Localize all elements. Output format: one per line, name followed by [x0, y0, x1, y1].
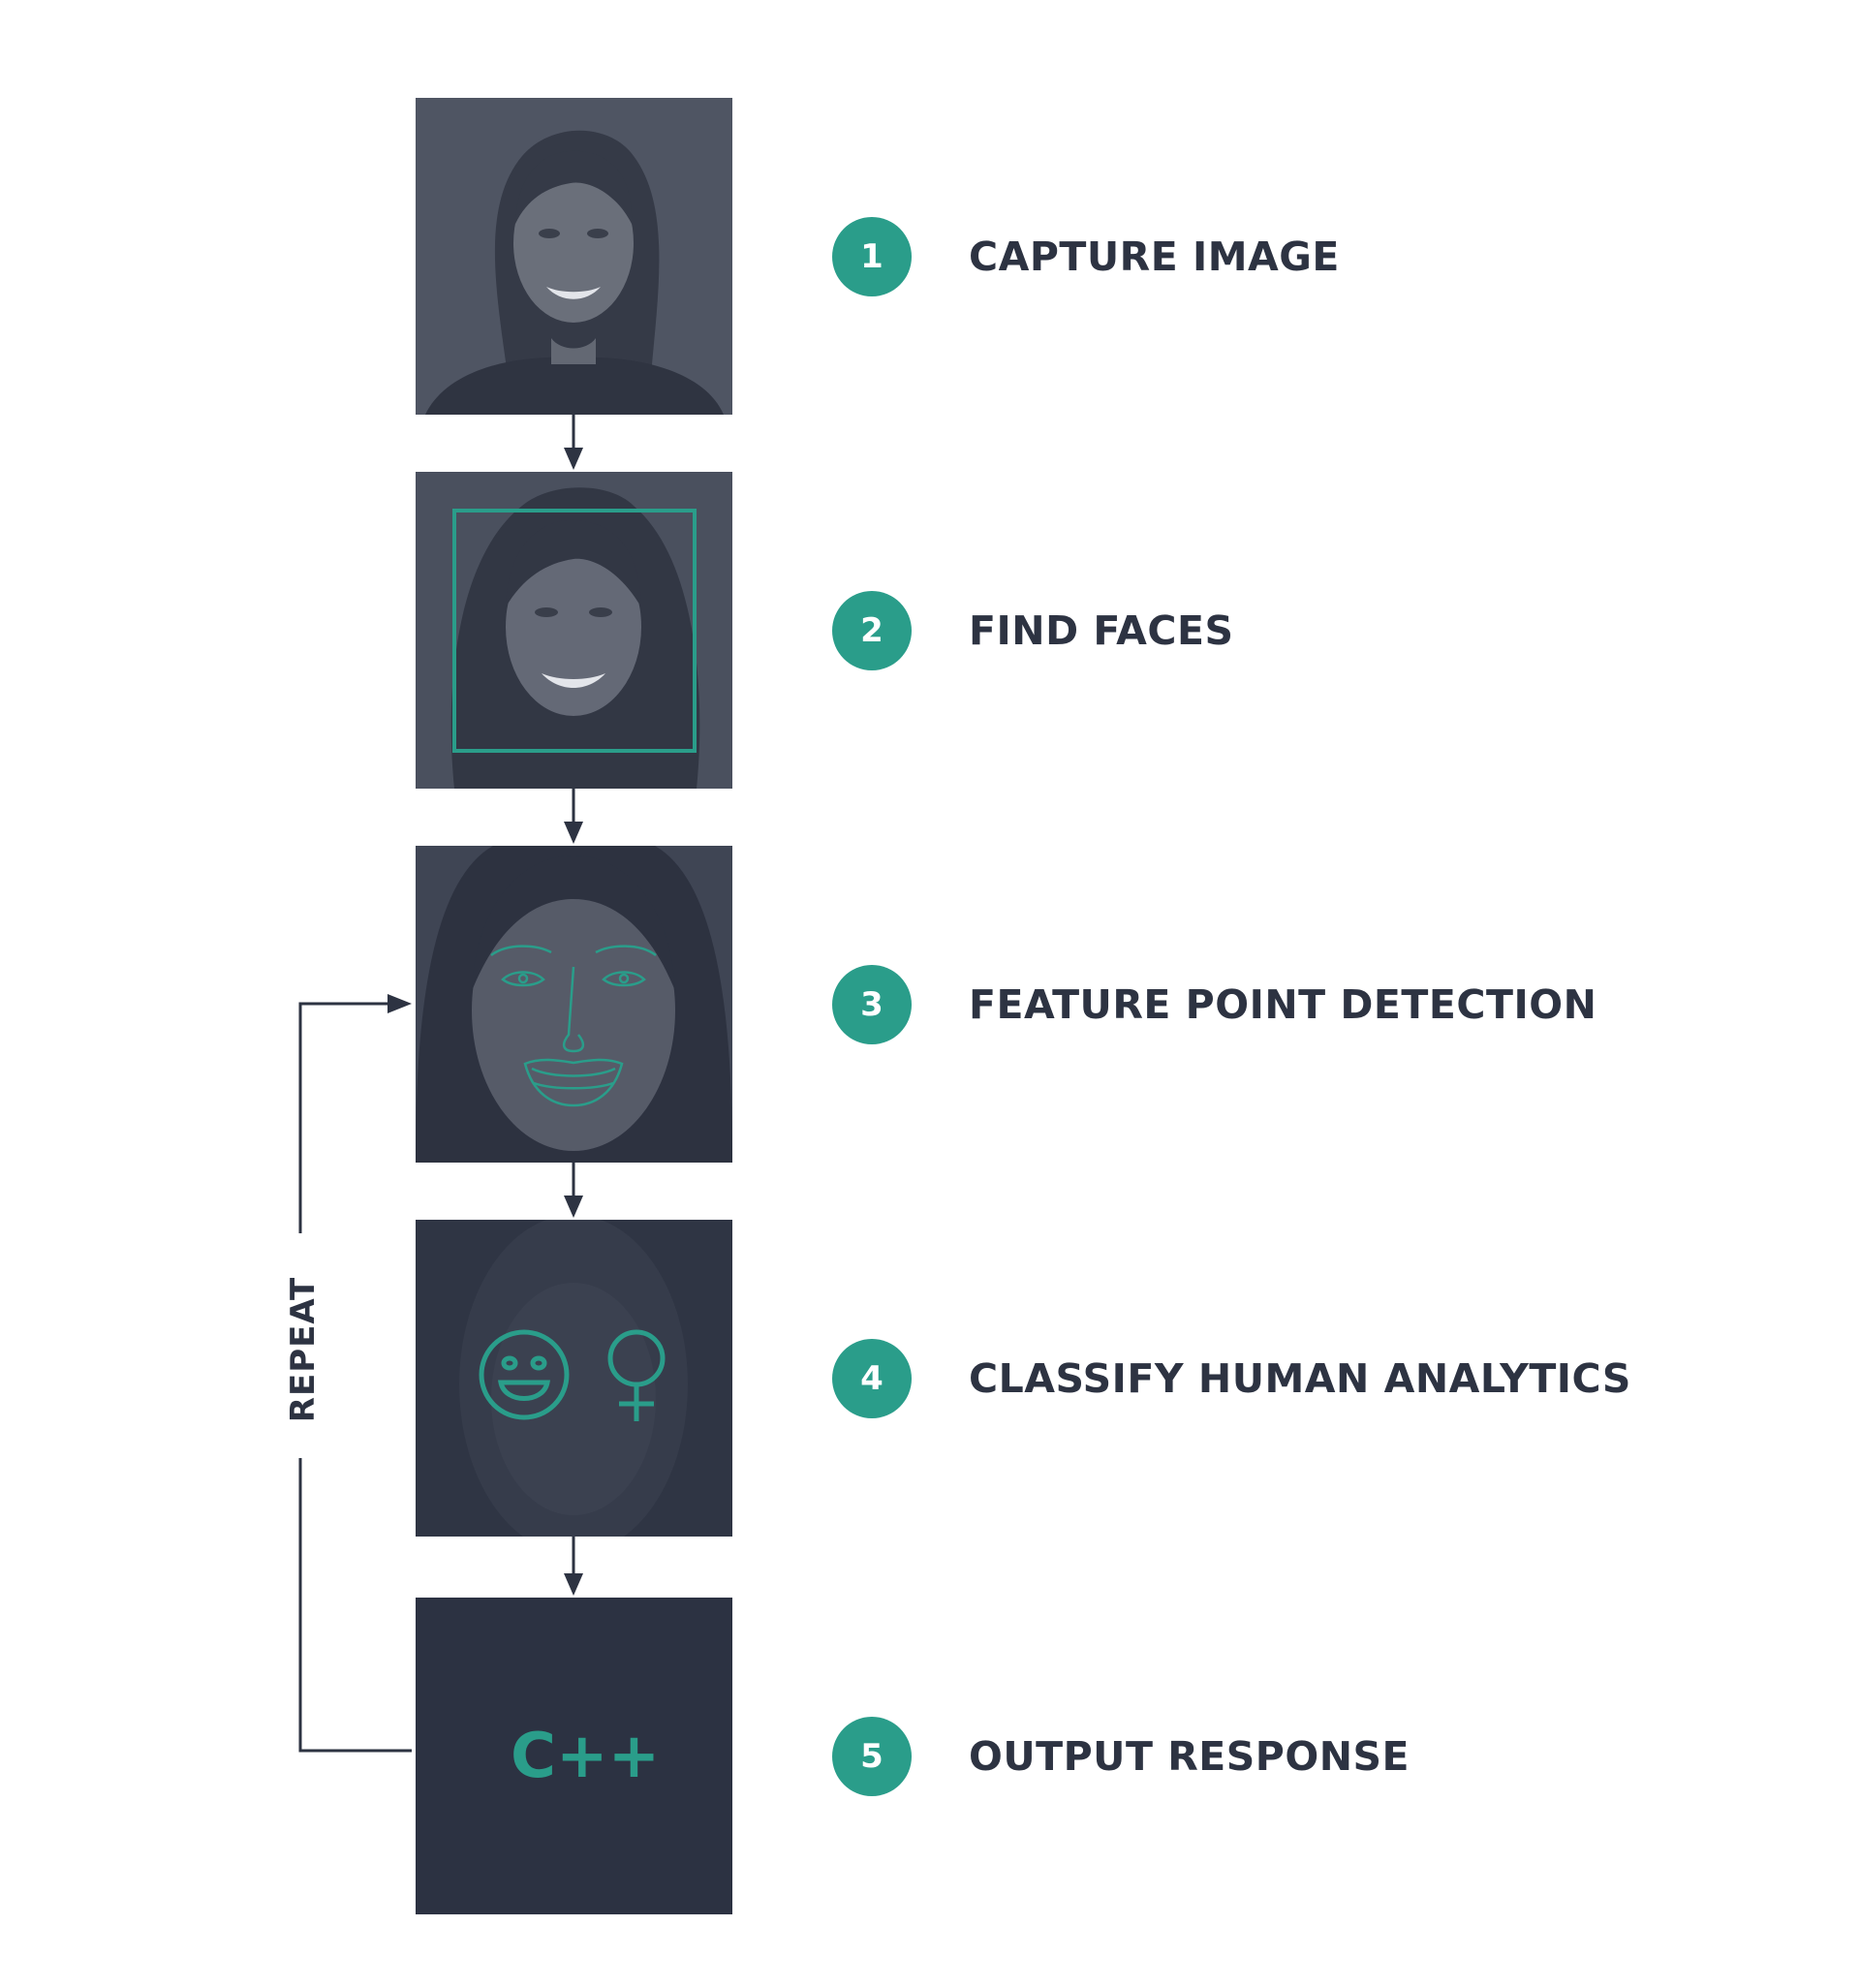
step-5-badge: 5	[832, 1717, 912, 1796]
capture-image-panel	[416, 98, 732, 415]
female-symbol-icon	[607, 1329, 666, 1421]
face-photo-icon	[416, 98, 732, 415]
classify-analytics-panel	[416, 1220, 732, 1537]
classify-panel-graphic	[416, 1220, 732, 1537]
arrowhead-1	[564, 448, 583, 470]
step-3-label: FEATURE POINT DETECTION	[969, 981, 1597, 1028]
step-4-row: 4 CLASSIFY HUMAN ANALYTICS	[832, 1339, 1631, 1418]
step-2-row: 2 FIND FACES	[832, 591, 1234, 670]
smiley-icon	[479, 1329, 570, 1420]
step-4-label: CLASSIFY HUMAN ANALYTICS	[969, 1355, 1631, 1402]
step-4-badge: 4	[832, 1339, 912, 1418]
arrowhead-2	[564, 822, 583, 844]
output-panel-graphic: C++	[416, 1598, 732, 1914]
step-2-badge: 2	[832, 591, 912, 670]
repeat-label: REPEAT	[284, 1276, 323, 1423]
face-detection-box	[452, 509, 697, 753]
arrowhead-4	[564, 1573, 583, 1596]
arrowhead-repeat	[388, 994, 412, 1013]
feature-point-panel	[416, 846, 732, 1163]
step-1-row: 1 CAPTURE IMAGE	[832, 217, 1340, 296]
repeat-loop-lower	[298, 1458, 412, 1753]
step-1-label: CAPTURE IMAGE	[969, 233, 1340, 280]
step-3-badge: 3	[832, 965, 912, 1044]
face-detect-box-icon	[416, 472, 732, 789]
step-3-row: 3 FEATURE POINT DETECTION	[832, 965, 1596, 1044]
step-5-row: 5 OUTPUT RESPONSE	[832, 1717, 1410, 1796]
step-1-badge: 1	[832, 217, 912, 296]
output-response-panel: C++	[416, 1598, 732, 1914]
step-5-label: OUTPUT RESPONSE	[969, 1733, 1410, 1780]
feature-points-icon	[416, 846, 732, 1163]
repeat-loop-upper	[298, 1002, 399, 1233]
find-faces-panel	[416, 472, 732, 789]
step-2-label: FIND FACES	[969, 607, 1234, 654]
output-code-label: C++	[511, 1721, 660, 1792]
arrowhead-3	[564, 1196, 583, 1218]
